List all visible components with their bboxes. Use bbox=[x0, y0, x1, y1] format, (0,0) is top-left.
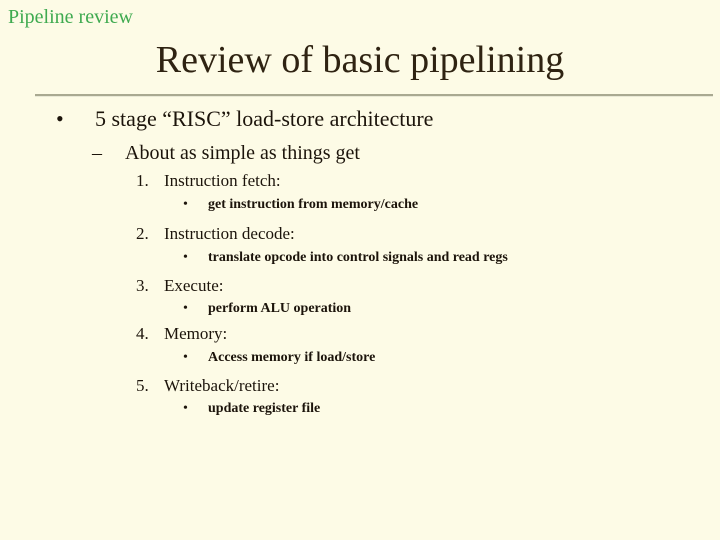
step-number: 4. bbox=[136, 324, 149, 343]
step-sub-text: get instruction from memory/cache bbox=[208, 197, 419, 212]
bullet-level2: – About as simple as things get bbox=[92, 140, 360, 166]
step-label: Instruction decode: bbox=[164, 224, 295, 243]
bullet-dot-icon: • bbox=[183, 301, 188, 316]
bullet-dot-icon: • bbox=[183, 401, 188, 416]
step-sub-bullet: • Access memory if load/store bbox=[183, 349, 375, 367]
slide-title: Review of basic pipelining bbox=[155, 39, 565, 81]
bullet-level1: • 5 stage “RISC” load-store architecture bbox=[56, 105, 433, 133]
numbered-step: 3. Execute: bbox=[136, 275, 223, 297]
slide-category-label: Pipeline review bbox=[8, 6, 133, 28]
step-sub-bullet: • translate opcode into control signals a… bbox=[183, 249, 508, 267]
step-number: 2. bbox=[136, 224, 149, 243]
step-number: 5. bbox=[136, 376, 149, 395]
bullet-level2-text: About as simple as things get bbox=[125, 142, 360, 164]
step-sub-text: translate opcode into control signals an… bbox=[208, 250, 508, 265]
bullet-dot-icon: • bbox=[56, 106, 64, 131]
numbered-step: 1. Instruction fetch: bbox=[136, 170, 281, 192]
dash-bullet-icon: – bbox=[92, 142, 102, 164]
step-sub-text: Access memory if load/store bbox=[208, 350, 376, 365]
title-divider-rule bbox=[35, 94, 713, 96]
step-sub-text: perform ALU operation bbox=[208, 301, 352, 316]
step-sub-bullet: • perform ALU operation bbox=[183, 300, 351, 318]
numbered-step: 4. Memory: bbox=[136, 323, 227, 345]
step-label: Writeback/retire: bbox=[164, 376, 280, 395]
step-number: 3. bbox=[136, 276, 149, 295]
bullet-level1-text: 5 stage “RISC” load-store architecture bbox=[95, 106, 434, 131]
bullet-dot-icon: • bbox=[183, 250, 188, 265]
step-sub-text: update register file bbox=[208, 401, 321, 416]
step-label: Instruction fetch: bbox=[164, 171, 281, 190]
step-label: Memory: bbox=[164, 324, 228, 343]
bullet-dot-icon: • bbox=[183, 197, 188, 212]
step-label: Execute: bbox=[164, 276, 224, 295]
numbered-step: 2. Instruction decode: bbox=[136, 223, 295, 245]
step-number: 1. bbox=[136, 171, 149, 190]
numbered-step: 5. Writeback/retire: bbox=[136, 375, 279, 397]
step-sub-bullet: • update register file bbox=[183, 400, 320, 418]
bullet-dot-icon: • bbox=[183, 350, 188, 365]
step-sub-bullet: • get instruction from memory/cache bbox=[183, 196, 418, 214]
